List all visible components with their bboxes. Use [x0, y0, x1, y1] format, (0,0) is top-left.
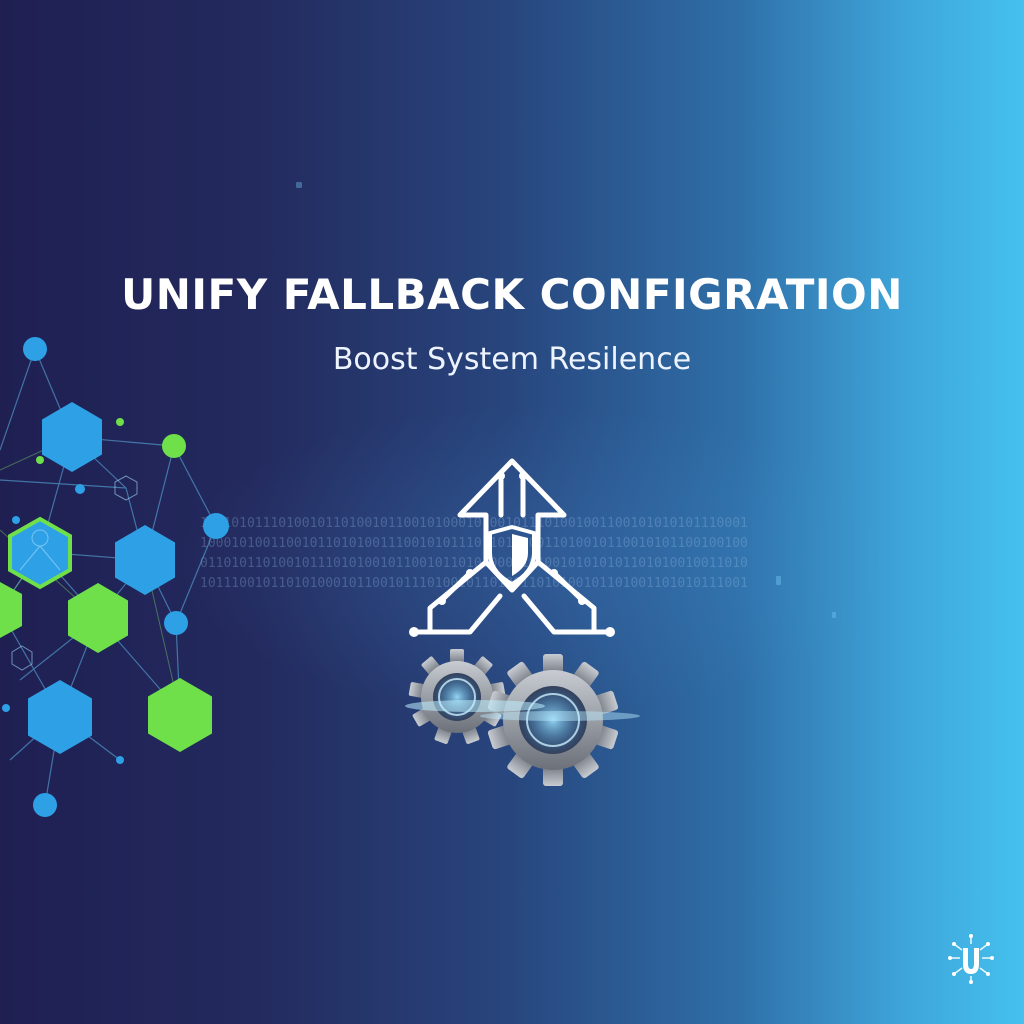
- page-subtitle: Boost System Resilence: [332, 342, 692, 377]
- binary-line: 1000101001100101101010011100101011101101…: [200, 536, 748, 551]
- brand-logo-icon: [948, 934, 994, 984]
- page-title: UNIFY FALLBACK CONFIGRATION: [121, 270, 903, 319]
- binary-line: 1111010111010010110100101100101000101001…: [200, 516, 748, 531]
- binary-line: 1011100101101010001011001011101001011010…: [200, 576, 748, 591]
- binary-line: 0110101101001011101010010110010110101000…: [200, 556, 748, 571]
